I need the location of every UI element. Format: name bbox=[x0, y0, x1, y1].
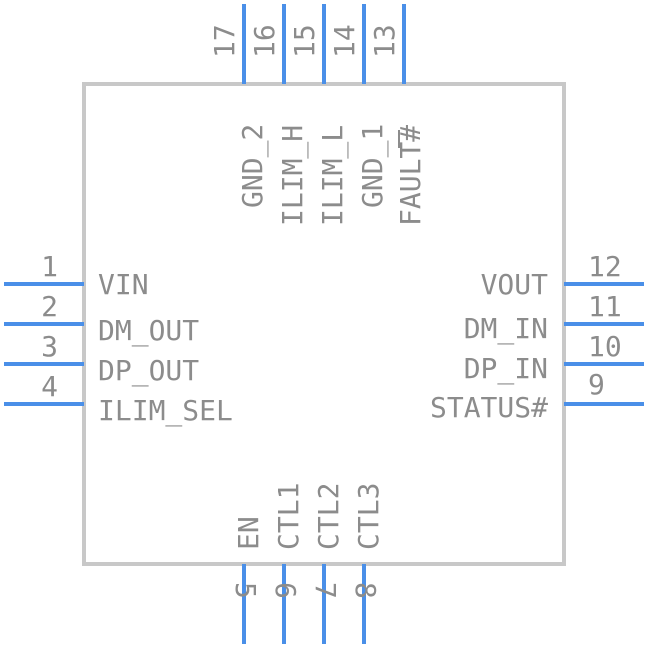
pin-1-name: VIN bbox=[98, 268, 149, 301]
pin-5-number: 5 bbox=[229, 582, 262, 599]
pin-10-name: DP_IN bbox=[464, 352, 548, 386]
pin-15-number: 15 bbox=[288, 24, 321, 58]
component-body bbox=[82, 82, 566, 566]
pin-2-number: 2 bbox=[41, 290, 58, 323]
pin-11: 11 DM_IN bbox=[464, 290, 644, 346]
pin-15-name: ILIM_L bbox=[316, 125, 350, 226]
pin-3: 3 DP_OUT bbox=[4, 330, 199, 388]
pin-6-number: 6 bbox=[269, 582, 302, 599]
pin-7-number: 7 bbox=[309, 582, 342, 599]
pin-13: 13 FAULT# bbox=[368, 4, 427, 226]
pin-14: 14 GND_1 bbox=[328, 4, 390, 208]
pin-1: 1 VIN bbox=[4, 250, 149, 301]
pin-11-name: DM_IN bbox=[464, 312, 548, 346]
pin-6-name: CTL1 bbox=[272, 483, 305, 550]
pin-2-name: DM_OUT bbox=[98, 314, 199, 348]
pin-10-number: 10 bbox=[588, 330, 622, 363]
pin-6: 6 CTL1 bbox=[269, 483, 305, 644]
pin-5: 5 EN bbox=[229, 516, 265, 644]
pin-10: 10 DP_IN bbox=[464, 330, 644, 386]
pin-14-name: GND_1 bbox=[356, 124, 390, 208]
pin-12-number: 12 bbox=[588, 250, 622, 283]
pin-17: 17 GND_2 bbox=[208, 4, 270, 208]
pin-3-name: DP_OUT bbox=[98, 354, 199, 388]
pin-12: 12 VOUT bbox=[481, 250, 644, 301]
pin-4-number: 4 bbox=[41, 370, 58, 403]
pin-15: 15 ILIM_L bbox=[288, 4, 350, 226]
pin-8: 8 CTL3 bbox=[349, 483, 385, 644]
pin-14-number: 14 bbox=[328, 24, 361, 58]
pin-16-name: ILIM_H bbox=[276, 125, 310, 226]
pin-1-number: 1 bbox=[41, 250, 58, 283]
pin-9: 9 STATUS# bbox=[430, 368, 644, 424]
pin-17-name: GND_2 bbox=[236, 124, 270, 208]
pin-17-number: 17 bbox=[208, 24, 241, 58]
pin-16: 16 ILIM_H bbox=[248, 4, 310, 226]
pin-2: 2 DM_OUT bbox=[4, 290, 199, 348]
pin-8-number: 8 bbox=[349, 582, 382, 599]
pin-9-name: STATUS# bbox=[430, 391, 548, 424]
pin-13-number: 13 bbox=[368, 24, 401, 58]
pin-8-name: CTL3 bbox=[352, 483, 385, 550]
pin-16-number: 16 bbox=[248, 24, 281, 58]
pin-7: 7 CTL2 bbox=[309, 483, 345, 644]
pin-7-name: CTL2 bbox=[312, 483, 345, 550]
pin-12-name: VOUT bbox=[481, 268, 549, 301]
pin-11-number: 11 bbox=[588, 290, 622, 323]
pin-4: 4 ILIM_SEL bbox=[4, 370, 233, 428]
pin-3-number: 3 bbox=[41, 330, 58, 363]
pin-9-number: 9 bbox=[588, 368, 605, 401]
pin-4-name: ILIM_SEL bbox=[98, 394, 233, 428]
pin-5-name: EN bbox=[232, 516, 265, 550]
